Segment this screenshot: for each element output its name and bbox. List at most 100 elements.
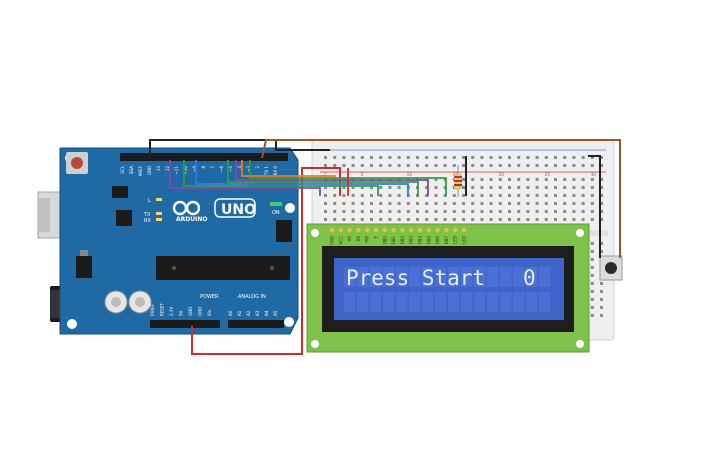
breadboard-hole[interactable]	[526, 218, 530, 221]
breadboard-hole[interactable]	[324, 202, 327, 205]
breadboard-hole[interactable]	[600, 306, 603, 309]
breadboard-hole[interactable]	[471, 194, 475, 197]
breadboard-hole[interactable]	[590, 282, 594, 285]
breadboard-hole[interactable]	[388, 156, 392, 159]
breadboard-hole[interactable]	[508, 178, 511, 181]
breadboard-hole[interactable]	[544, 164, 548, 167]
breadboard-hole[interactable]	[342, 202, 346, 205]
lcd-pin[interactable]	[453, 227, 458, 233]
resistor[interactable]	[454, 165, 462, 197]
breadboard-hole[interactable]	[590, 156, 594, 159]
breadboard-hole[interactable]	[471, 186, 475, 189]
lcd-pin[interactable]	[347, 227, 352, 233]
breadboard-hole[interactable]	[517, 194, 521, 197]
breadboard-hole[interactable]	[544, 194, 548, 197]
breadboard-hole[interactable]	[517, 210, 521, 213]
breadboard-hole[interactable]	[360, 218, 364, 221]
breadboard-hole[interactable]	[508, 202, 511, 205]
breadboard-hole[interactable]	[333, 218, 337, 221]
breadboard-hole[interactable]	[590, 306, 594, 309]
wires[interactable]	[149, 139, 621, 355]
breadboard-hole[interactable]	[600, 186, 603, 189]
breadboard-hole[interactable]	[324, 186, 327, 189]
breadboard-hole[interactable]	[425, 218, 429, 221]
breadboard-hole[interactable]	[443, 218, 447, 221]
breadboard-hole[interactable]	[535, 210, 539, 213]
breadboard-hole[interactable]	[379, 218, 383, 221]
lcd-pin[interactable]	[444, 227, 449, 233]
wire-red-5v[interactable]	[191, 167, 341, 355]
breadboard-hole[interactable]	[480, 218, 484, 221]
breadboard-hole[interactable]	[489, 186, 493, 189]
breadboard-hole[interactable]	[443, 210, 447, 213]
lcd-pin[interactable]	[426, 227, 431, 233]
wire-brown[interactable]	[261, 139, 621, 258]
breadboard-hole[interactable]	[590, 250, 594, 253]
breadboard-hole[interactable]	[526, 164, 530, 167]
breadboard-hole[interactable]	[379, 156, 383, 159]
breadboard-hole[interactable]	[462, 202, 465, 205]
lcd-pin[interactable]	[409, 227, 414, 233]
breadboard-hole[interactable]	[535, 156, 539, 159]
breadboard-hole[interactable]	[526, 194, 530, 197]
breadboard-hole[interactable]	[508, 186, 511, 189]
breadboard-hole[interactable]	[498, 186, 502, 189]
breadboard-hole[interactable]	[370, 156, 373, 159]
breadboard-hole[interactable]	[600, 164, 603, 167]
breadboard-hole[interactable]	[388, 186, 392, 189]
lcd-pin[interactable]	[338, 227, 343, 233]
breadboard-hole[interactable]	[572, 202, 576, 205]
breadboard-hole[interactable]	[517, 178, 521, 181]
breadboard-hole[interactable]	[581, 156, 585, 159]
breadboard-hole[interactable]	[471, 202, 475, 205]
breadboard-hole[interactable]	[452, 210, 456, 213]
breadboard-hole[interactable]	[600, 314, 603, 317]
breadboard-hole[interactable]	[443, 202, 447, 205]
breadboard-hole[interactable]	[370, 164, 373, 167]
breadboard-hole[interactable]	[416, 156, 419, 159]
breadboard-hole[interactable]	[498, 178, 502, 181]
breadboard-hole[interactable]	[489, 178, 493, 181]
breadboard-hole[interactable]	[360, 202, 364, 205]
breadboard-hole[interactable]	[600, 178, 603, 181]
breadboard-hole[interactable]	[590, 186, 594, 189]
breadboard-hole[interactable]	[554, 210, 557, 213]
breadboard-hole[interactable]	[572, 218, 576, 221]
breadboard-hole[interactable]	[544, 218, 548, 221]
breadboard-hole[interactable]	[324, 218, 327, 221]
breadboard-hole[interactable]	[590, 258, 594, 261]
breadboard-hole[interactable]	[342, 164, 346, 167]
lcd-pin[interactable]	[373, 227, 379, 233]
breadboard-hole[interactable]	[508, 194, 511, 197]
wire-purple-1[interactable]	[169, 160, 321, 196]
breadboard-hole[interactable]	[498, 210, 502, 213]
breadboard-hole[interactable]	[600, 210, 603, 213]
breadboard-hole[interactable]	[590, 314, 594, 317]
breadboard-hole[interactable]	[535, 202, 539, 205]
breadboard-hole[interactable]	[600, 298, 603, 301]
breadboard-hole[interactable]	[480, 186, 484, 189]
breadboard-hole[interactable]	[480, 194, 484, 197]
wire-green-1[interactable]	[183, 160, 379, 196]
breadboard-hole[interactable]	[526, 202, 530, 205]
breadboard-hole[interactable]	[563, 202, 567, 205]
breadboard-hole[interactable]	[581, 186, 585, 189]
breadboard-hole[interactable]	[600, 202, 603, 205]
breadboard-hole[interactable]	[425, 194, 429, 197]
lcd-pin[interactable]	[417, 227, 423, 233]
breadboard-hole[interactable]	[554, 178, 557, 181]
breadboard-hole[interactable]	[452, 164, 456, 167]
breadboard-hole[interactable]	[471, 210, 475, 213]
breadboard-hole[interactable]	[462, 218, 465, 221]
breadboard-hole[interactable]	[572, 186, 576, 189]
breadboard-hole[interactable]	[498, 218, 502, 221]
breadboard-hole[interactable]	[462, 178, 465, 181]
arduino-uno-board[interactable]: TX RX L ARDUINO UNO ON DIGITAL (PWM~) SC…	[37, 147, 299, 335]
breadboard-hole[interactable]	[434, 186, 438, 189]
breadboard-hole[interactable]	[480, 178, 484, 181]
breadboard-hole[interactable]	[554, 164, 557, 167]
breadboard-hole[interactable]	[333, 156, 337, 159]
breadboard-hole[interactable]	[554, 194, 557, 197]
